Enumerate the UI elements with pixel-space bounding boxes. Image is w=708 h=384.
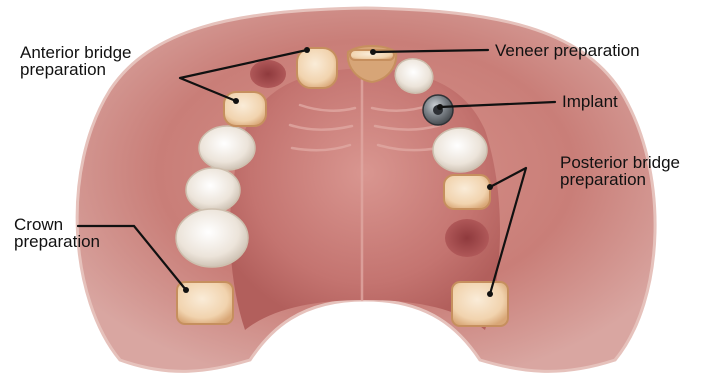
label-line: Veneer preparation — [495, 42, 640, 59]
tooth — [186, 168, 240, 212]
label-posterior-bridge: Posterior bridge preparation — [560, 154, 680, 188]
label-line: preparation — [20, 61, 132, 78]
label-line: preparation — [14, 233, 100, 250]
label-line: Anterior bridge — [20, 44, 132, 61]
implant-icon — [423, 95, 453, 125]
label-line: Implant — [562, 93, 618, 110]
posterior-bridge-prep-tooth — [452, 282, 508, 326]
pontic-gap-posterior — [445, 219, 489, 257]
tooth — [433, 128, 487, 172]
anterior-bridge-prep-tooth — [224, 92, 266, 126]
label-line: Crown — [14, 216, 100, 233]
label-implant: Implant — [562, 93, 618, 110]
tooth — [199, 126, 255, 170]
pontic-gap-anterior — [250, 60, 286, 88]
anterior-bridge-prep-tooth — [297, 48, 337, 88]
label-crown: Crown preparation — [14, 216, 100, 250]
posterior-bridge-prep-tooth — [444, 175, 490, 209]
label-anterior-bridge: Anterior bridge preparation — [20, 44, 132, 78]
label-line: preparation — [560, 171, 680, 188]
tooth — [176, 209, 248, 267]
label-line: Posterior bridge — [560, 154, 680, 171]
label-veneer: Veneer preparation — [495, 42, 640, 59]
